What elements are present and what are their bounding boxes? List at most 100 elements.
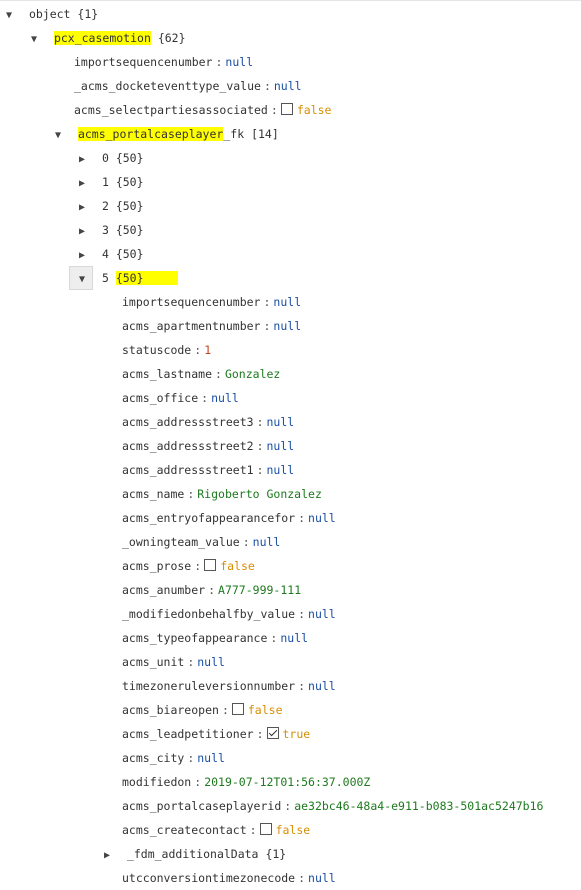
field-row: statuscode:1 [122, 338, 211, 362]
checkbox[interactable] [204, 559, 217, 571]
array-item-4[interactable]: ▶ 4 {50} [77, 242, 144, 266]
field-key: acms_lastname [122, 367, 213, 381]
checkbox[interactable] [231, 703, 244, 715]
colon-separator: : [249, 823, 257, 837]
field-key: acms_biareopen [122, 703, 219, 717]
field-key: statuscode [122, 343, 192, 357]
field-key: importsequencenumber [122, 295, 261, 309]
field-row: acms_unit:null [122, 650, 225, 674]
field-row: acms_leadpetitioner:true [122, 722, 310, 746]
colon-separator: : [263, 79, 271, 93]
field-value: false [247, 703, 283, 717]
field-row: acms_addressstreet3:null [122, 410, 294, 434]
field-value: Gonzalez [224, 367, 281, 381]
colon-separator: : [284, 799, 292, 813]
expanded-icon[interactable]: ▼ [30, 34, 38, 45]
field-row: _modifiedonbehalfby_value:null [122, 602, 336, 626]
colon-separator: : [270, 103, 278, 117]
field-value: false [296, 103, 332, 117]
field-value: null [273, 79, 302, 93]
field-value: 1 [204, 343, 212, 357]
colon-separator: : [298, 607, 306, 621]
root-count: {1} [77, 7, 99, 21]
collapsed-icon[interactable]: ▶ [78, 250, 86, 261]
root-node[interactable]: ▼ object {1} [4, 2, 98, 26]
colon-separator: : [221, 703, 229, 717]
colon-separator: : [298, 679, 306, 693]
colon-separator: : [256, 439, 264, 453]
field-row: importsequencenumber:null [122, 290, 301, 314]
field-row: acms_portalcaseplayerid:ae32bc46-48a4-e9… [122, 794, 543, 818]
field-row: importsequencenumber:null [74, 50, 253, 74]
collapsed-icon[interactable]: ▶ [78, 226, 86, 237]
colon-separator: : [263, 319, 271, 333]
array-item-3[interactable]: ▶ 3 {50} [77, 218, 144, 242]
field-row: acms_apartmentnumber:null [122, 314, 301, 338]
item-index: 5 [101, 271, 109, 285]
field-key: acms_apartmentnumber [122, 319, 261, 333]
field-row: modifiedon:2019-07-12T01:56:37.000Z [122, 770, 370, 794]
portal-node[interactable]: ▼ acms_portalcaseplayer_fk [14] [53, 122, 279, 146]
field-key: acms_city [122, 751, 185, 765]
checkbox[interactable] [280, 103, 293, 115]
field-key: acms_unit [122, 655, 185, 669]
casemotion-node[interactable]: ▼ pcx_casemotion {62} [29, 26, 186, 50]
field-value: ae32bc46-48a4-e911-b083-501ac5247b16 [294, 799, 544, 813]
array-item-0[interactable]: ▶ 0 {50} [77, 146, 144, 170]
array-item-5[interactable]: ▼ 5 {50} [77, 266, 178, 290]
field-key: acms_office [122, 391, 199, 405]
item-index: 4 [101, 247, 109, 261]
colon-separator: : [194, 775, 202, 789]
expanded-icon[interactable]: ▼ [78, 274, 86, 285]
additional-data-node[interactable]: ▶ _fdm_additionalData {1} [102, 842, 286, 866]
field-value: null [266, 463, 295, 477]
field-value: null [308, 679, 336, 693]
field-key: acms_createcontact [122, 823, 247, 837]
field-value: null [266, 415, 295, 429]
field-row: _acms_docketeventtype_value:null [74, 74, 302, 98]
field-row: utcconversiontimezonecode:null [122, 866, 336, 890]
item-index: 2 [101, 199, 109, 213]
field-key: acms_leadpetitioner [122, 727, 254, 741]
colon-separator: : [215, 55, 223, 69]
field-key: _modifiedonbehalfby_value [122, 607, 296, 621]
portal-count: [14] [251, 127, 279, 141]
checkbox[interactable] [259, 823, 272, 835]
field-row: acms_typeofappearance:null [122, 626, 308, 650]
field-value: null [252, 535, 281, 549]
array-item-1[interactable]: ▶ 1 {50} [77, 170, 144, 194]
field-row: acms_name:Rigoberto Gonzalez [122, 482, 322, 506]
colon-separator: : [187, 751, 195, 765]
field-row: acms_addressstreet2:null [122, 434, 294, 458]
field-value: null [280, 631, 309, 645]
field-key: acms_portalcaseplayerid [122, 799, 282, 813]
field-row: acms_office:null [122, 386, 239, 410]
field-value: false [220, 559, 255, 573]
additional-label: _fdm_additionalData [126, 847, 259, 861]
field-key: acms_prose [122, 559, 192, 573]
field-row: acms_anumber:A777-999-111 [122, 578, 301, 602]
collapsed-icon[interactable]: ▶ [78, 178, 86, 189]
collapsed-icon[interactable]: ▶ [103, 850, 111, 861]
field-row: acms_entryofappearancefor:null [122, 506, 336, 530]
top-border [0, 0, 581, 1]
field-row: acms_lastname:Gonzalez [122, 362, 280, 386]
field-row: _owningteam_value:null [122, 530, 280, 554]
expanded-icon[interactable]: ▼ [54, 130, 62, 141]
portal-label: acms_portalcaseplayer_fk [77, 127, 245, 141]
field-row: acms_prose:false [122, 554, 255, 578]
item-count: {50} [115, 223, 144, 237]
collapsed-icon[interactable]: ▶ [78, 202, 86, 213]
collapsed-icon[interactable]: ▶ [78, 154, 86, 165]
field-value: null [308, 511, 336, 525]
checkbox[interactable] [266, 727, 279, 739]
field-value: A777-999-111 [218, 583, 302, 597]
colon-separator: : [194, 343, 202, 357]
expanded-icon[interactable]: ▼ [5, 10, 13, 21]
colon-separator: : [256, 463, 264, 477]
field-value: null [273, 319, 302, 333]
field-value: null [225, 55, 254, 69]
array-item-2[interactable]: ▶ 2 {50} [77, 194, 144, 218]
item-5-hover-highlight [69, 266, 93, 290]
